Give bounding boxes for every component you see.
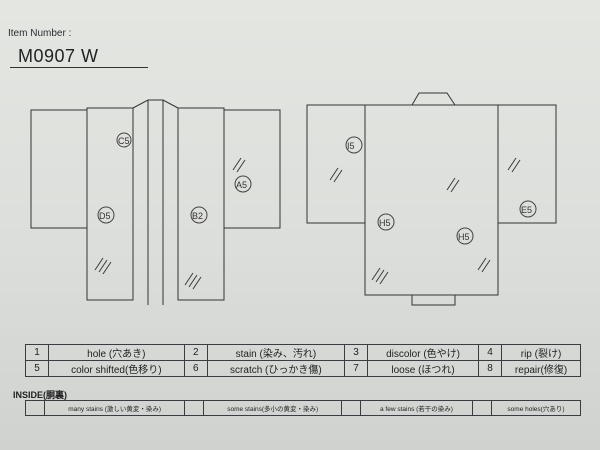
mark-circle bbox=[519, 200, 537, 218]
legend-label: stain (染み、汚れ) bbox=[206, 344, 346, 361]
legend-label: rip (裂け) bbox=[501, 344, 581, 361]
inside-option-label: some holes(穴あり) bbox=[490, 400, 582, 416]
item-number-label: Item Number : bbox=[8, 28, 72, 39]
kimono-back-outline bbox=[306, 92, 557, 306]
mark-label: H5 bbox=[379, 218, 391, 228]
inside-checkbox[interactable] bbox=[184, 400, 205, 416]
legend-number: 1 bbox=[25, 344, 49, 361]
legend-label: repair(修復) bbox=[501, 360, 581, 377]
back-collar bbox=[411, 92, 456, 106]
back-hem-tab bbox=[411, 295, 456, 306]
inside-checkbox[interactable] bbox=[471, 400, 492, 416]
legend-number: 5 bbox=[25, 360, 49, 377]
inside-section-title: INSIDE(胴裏) bbox=[13, 390, 68, 400]
front-right-panel bbox=[177, 107, 225, 301]
legend-row: 1 hole (穴あき) 2 stain (染み、汚れ) 3 discolor … bbox=[25, 344, 581, 361]
item-number-underline bbox=[10, 67, 148, 68]
mark-label: B2 bbox=[192, 211, 203, 221]
back-body bbox=[364, 104, 499, 296]
mark-circle bbox=[116, 132, 132, 148]
legend-number: 6 bbox=[183, 360, 208, 377]
inside-lining-table: many stains (激しい黄変・染み) some stains(多小の黄変… bbox=[25, 400, 582, 416]
inside-option-label: some stains(多小の黄変・染み) bbox=[203, 400, 343, 416]
inside-option-label: many stains (激しい黄変・染み) bbox=[43, 400, 186, 416]
mark-label: E5 bbox=[521, 205, 532, 215]
legend-number: 7 bbox=[344, 360, 369, 377]
back-marks: I5 H5 H5 E5 bbox=[345, 136, 537, 245]
mark-label: H5 bbox=[458, 232, 470, 242]
legend-number: 8 bbox=[478, 360, 503, 377]
legend-number: 2 bbox=[183, 344, 208, 361]
hatch-marks bbox=[94, 157, 521, 290]
inside-option-label: a few stains (若干の染み) bbox=[360, 400, 473, 416]
front-left-sleeve bbox=[30, 109, 88, 229]
item-number-value: M0907 W bbox=[18, 46, 99, 66]
legend-label: discolor (色やけ) bbox=[367, 344, 480, 361]
mark-circle bbox=[234, 175, 252, 193]
mark-circle bbox=[345, 136, 363, 154]
legend-label: hole (穴あき) bbox=[48, 344, 185, 361]
mark-circle bbox=[456, 227, 474, 245]
damage-legend-table: 1 hole (穴あき) 2 stain (染み、汚れ) 3 discolor … bbox=[25, 344, 581, 377]
mark-circle bbox=[377, 213, 395, 231]
inside-row: many stains (激しい黄変・染み) some stains(多小の黄変… bbox=[25, 400, 582, 416]
kimono-front-outline bbox=[30, 99, 281, 305]
front-right-sleeve bbox=[223, 109, 281, 229]
mark-label: A5 bbox=[236, 180, 247, 190]
legend-row: 5 color shifted(色移り) 6 scratch (ひっかき傷) 7… bbox=[25, 360, 581, 377]
inside-checkbox[interactable] bbox=[25, 400, 45, 416]
legend-label: scratch (ひっかき傷) bbox=[206, 360, 346, 377]
front-collar-overlap bbox=[132, 100, 179, 305]
mark-label: D5 bbox=[99, 211, 111, 221]
back-left-sleeve bbox=[306, 104, 366, 224]
mark-circle bbox=[190, 206, 208, 224]
legend-number: 3 bbox=[344, 344, 369, 361]
legend-label: color shifted(色移り) bbox=[48, 360, 185, 377]
front-collar-top bbox=[132, 99, 179, 109]
mark-label: I5 bbox=[347, 141, 355, 151]
legend-label: loose (ほつれ) bbox=[367, 360, 480, 377]
back-right-sleeve bbox=[497, 104, 557, 224]
front-marks: C5 D5 B2 A5 bbox=[97, 132, 252, 224]
mark-circle bbox=[97, 206, 115, 224]
inside-checkbox[interactable] bbox=[341, 400, 362, 416]
legend-number: 4 bbox=[478, 344, 503, 361]
mark-label: C5 bbox=[118, 136, 130, 146]
